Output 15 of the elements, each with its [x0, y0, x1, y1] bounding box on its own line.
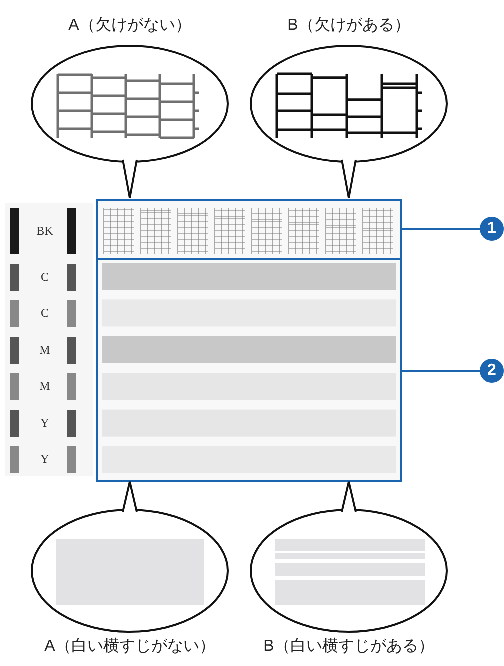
callout-number: 1 [480, 217, 504, 241]
color-label: Y [40, 451, 50, 467]
callout-number: 2 [480, 359, 504, 383]
color-label: M [38, 342, 52, 358]
color-label: BK [36, 223, 54, 239]
leader-line [402, 228, 480, 230]
bubble-heading: A（白い横すじがない） [44, 636, 216, 657]
leader-line [402, 370, 480, 372]
bubble-heading: B（欠けがある） [288, 16, 410, 36]
color-label: C [40, 305, 50, 321]
color-label: M [38, 378, 52, 394]
color-label: C [40, 269, 50, 285]
bubble-heading: A（欠けがない） [68, 16, 192, 36]
bubble-heading: B（白い横すじがある） [264, 636, 434, 657]
color-label: Y [40, 415, 50, 431]
